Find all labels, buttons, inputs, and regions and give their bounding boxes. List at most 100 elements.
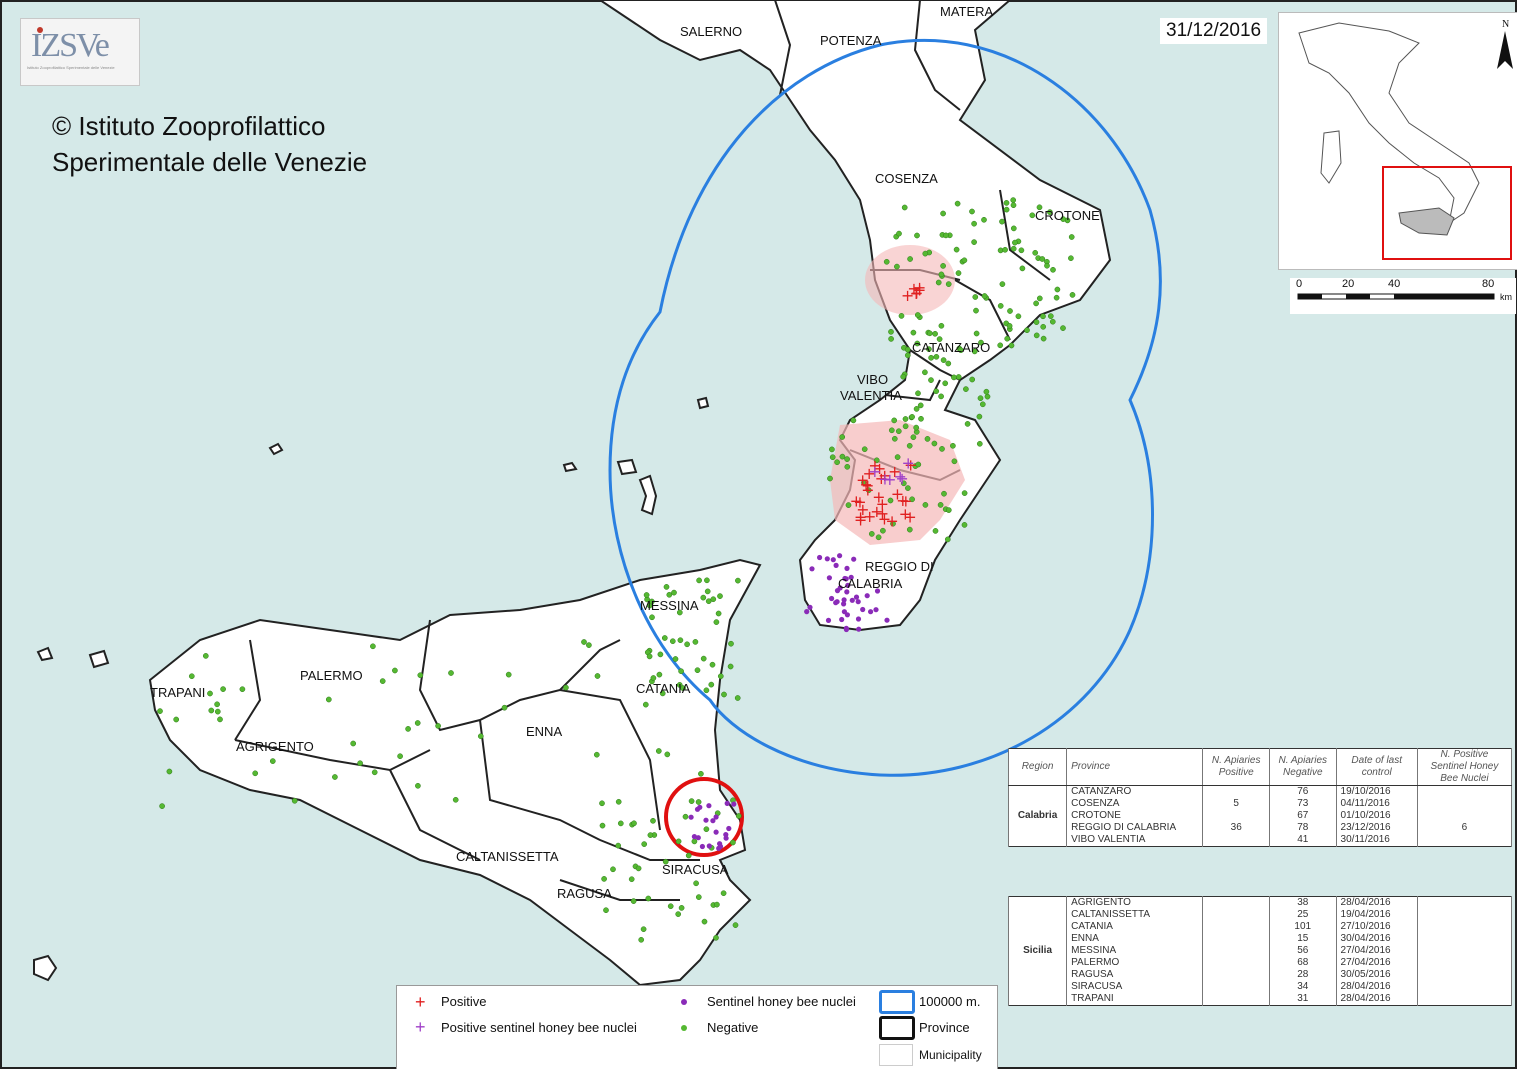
negative-dot: [692, 639, 699, 645]
negative-dot: [896, 230, 902, 237]
cell-sentinel: [1416, 957, 1513, 969]
cell-province: CALTANISSETTA: [1066, 909, 1204, 921]
negative-dot: [1015, 313, 1022, 320]
negative-dot: [735, 577, 741, 584]
radius-symbol-icon: [879, 990, 915, 1014]
negative-dot: [1018, 247, 1025, 254]
negative-dot: [958, 347, 964, 354]
negative-dot: [900, 480, 907, 487]
negative-dot: [157, 708, 163, 714]
negative-dot: [700, 655, 707, 662]
negative-dot: [850, 417, 857, 424]
cell-date: 28/04/2016: [1335, 981, 1418, 993]
negative-dot: [594, 673, 601, 679]
label-trapani: TRAPANI: [150, 685, 205, 700]
sentinel-dot: [804, 609, 810, 615]
sentinel-dot: [884, 617, 890, 623]
cell-positive: 36: [1202, 822, 1270, 834]
table-header-row: Region Province N. Apiaries Positive N. …: [1007, 748, 1513, 786]
sentinel-dot: [724, 800, 730, 807]
cell-province: MESSINA: [1066, 945, 1204, 957]
negative-dot: [942, 380, 949, 387]
negative-dot: [638, 936, 645, 943]
negative-dot: [834, 459, 840, 466]
cell-positive: [1202, 957, 1270, 969]
negative-dot: [666, 591, 673, 598]
negative-dot: [943, 232, 949, 239]
negative-dot: [861, 479, 867, 486]
highlight-circle: [664, 777, 744, 857]
negative-dot: [865, 487, 872, 494]
positive-mark: +: [850, 492, 863, 511]
negative-dot: [1006, 323, 1013, 329]
negative-dot: [906, 442, 913, 449]
positive-mark: +: [899, 504, 912, 523]
cell-province: COSENZA: [1066, 798, 1204, 810]
copyright-line-2: Sperimentale delle Venezie: [52, 147, 368, 177]
negative-dot: [734, 695, 741, 701]
sentinel-dot: [853, 594, 860, 600]
negative-dot: [694, 667, 701, 674]
negative-dot: [1033, 332, 1040, 339]
italy-outline: [1298, 22, 1480, 225]
negative-dot: [647, 832, 654, 838]
cell-negative: 25: [1268, 909, 1337, 921]
positive-mark: +: [899, 491, 912, 510]
negative-dot: [955, 374, 962, 380]
island: [562, 461, 578, 473]
copyright-line-1: © Istituto Zooprofilattico: [52, 111, 326, 141]
negative-dot: [969, 208, 975, 215]
negative-dot: [713, 619, 720, 625]
sentinel-dot: [873, 607, 879, 613]
negative-dot: [586, 642, 592, 648]
negative-dot: [1049, 318, 1056, 325]
cell-sentinel: 6: [1416, 822, 1513, 834]
legend-radius: 100000 m.: [919, 994, 981, 1009]
logo-mark: IZSVe: [31, 27, 110, 64]
negative-dot: [435, 723, 441, 729]
label-crotone: CROTONE: [1035, 208, 1100, 223]
negative-dot: [868, 531, 875, 537]
legend-municipality: Municipality: [919, 1048, 982, 1062]
label-potenza: POTENZA: [820, 33, 882, 48]
scale-tick-40: 40: [1388, 278, 1401, 290]
sentinel-dot: [817, 554, 823, 561]
negative-dot: [695, 894, 702, 900]
negative-dot: [379, 678, 386, 684]
positive-mark: +: [876, 494, 889, 513]
sentinel-dot: [809, 566, 815, 572]
sentinel-dot: [851, 556, 857, 562]
sentinel-dot: [807, 604, 813, 610]
cell-negative: 56: [1268, 945, 1337, 957]
label-vibo: VIBO: [857, 372, 888, 387]
negative-dot: [909, 496, 915, 503]
negative-dot: [972, 294, 979, 300]
negative-dot: [894, 454, 901, 460]
negative-dot: [685, 852, 692, 859]
negative-dot: [659, 690, 666, 697]
legend-negative: Negative: [707, 1020, 759, 1035]
negative-dot: [671, 589, 677, 596]
positive-mark: +: [854, 510, 867, 529]
negative-dot: [269, 758, 276, 764]
negative-dot: [688, 798, 695, 804]
positive-mark: +: [872, 488, 885, 507]
negative-dot: [717, 593, 723, 599]
scale-bar: 0 20 40 80 km: [1290, 278, 1516, 314]
negative-dot: [701, 918, 708, 925]
negative-dot: [883, 258, 890, 265]
sentinel-dot: [826, 575, 833, 581]
negative-dot: [976, 440, 983, 447]
cell-positive: [1202, 993, 1270, 1006]
negative-dot: [325, 696, 332, 703]
positive-sentinel-mark: +: [895, 469, 908, 488]
negative-dot: [704, 588, 711, 595]
negative-dot: [829, 454, 836, 461]
positive-mark: +: [904, 455, 917, 474]
header-province: Province: [1066, 748, 1204, 786]
cell-positive: [1202, 785, 1270, 798]
island: [88, 649, 110, 669]
negative-dot: [1003, 206, 1010, 213]
